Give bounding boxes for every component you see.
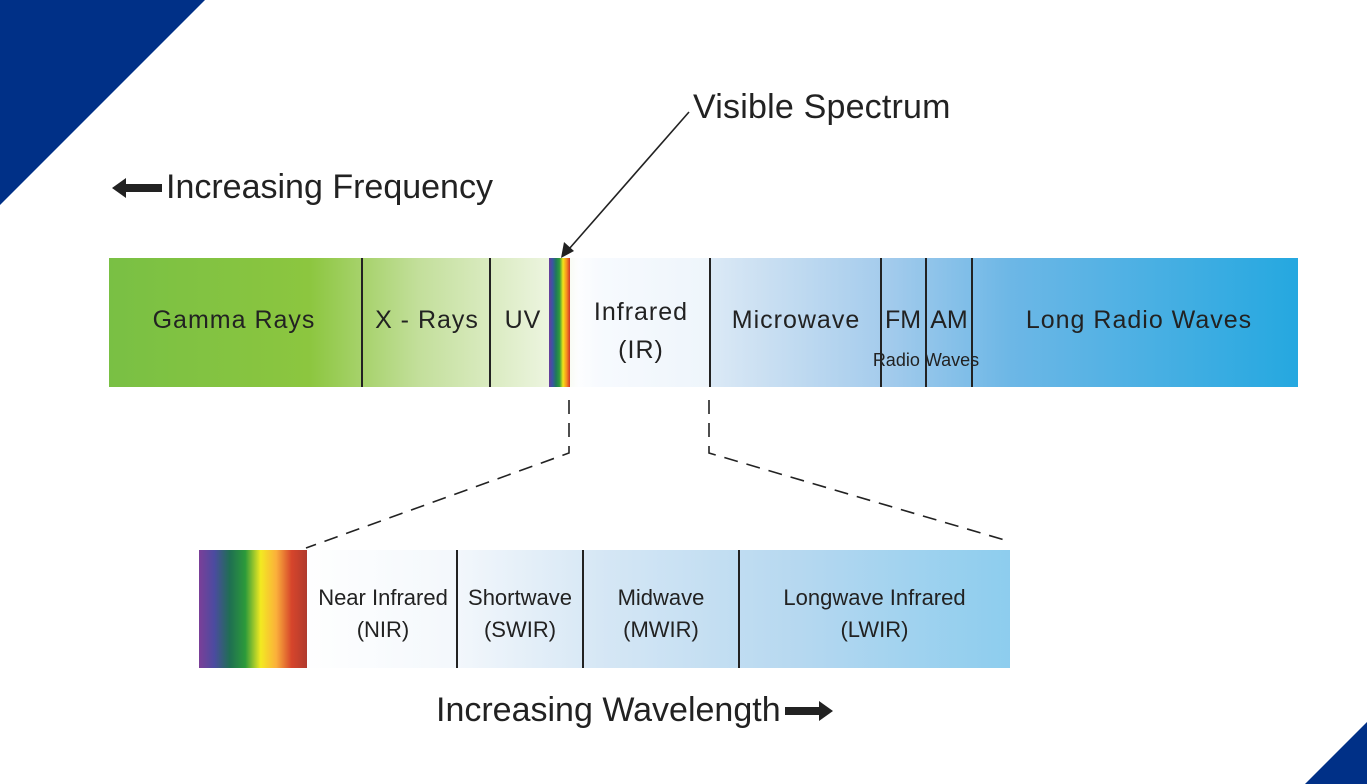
infrared-detail-band: Near Infrared (NIR) Shortwave (SWIR) Mid… bbox=[199, 550, 1010, 668]
divider-fm-am bbox=[925, 258, 927, 387]
divider-gamma-xray bbox=[361, 258, 363, 387]
x-rays-label: X - Rays bbox=[375, 306, 479, 334]
infrared-zone bbox=[569, 258, 709, 387]
divider-swir-mwir bbox=[582, 550, 584, 668]
visible-light-detail-strip bbox=[199, 550, 307, 668]
fm-label: FM bbox=[884, 306, 922, 334]
gamma-rays-label: Gamma Rays bbox=[152, 306, 316, 334]
left-arrow-icon bbox=[112, 177, 162, 198]
divider-nir-swir bbox=[456, 550, 458, 668]
increasing-frequency-label: Increasing Frequency bbox=[112, 168, 493, 207]
visible-spectrum-pointer-arrowhead bbox=[561, 242, 574, 258]
long-radio-waves-label: Long Radio Waves bbox=[1025, 306, 1253, 334]
nir-label-line2: (NIR) bbox=[356, 617, 410, 642]
increasing-frequency-text: Increasing Frequency bbox=[166, 168, 493, 206]
divider-ir-microwave bbox=[709, 258, 711, 387]
increasing-wavelength-text: Increasing Wavelength bbox=[436, 691, 781, 729]
infrared-label-line2: (IR) bbox=[618, 336, 664, 364]
increasing-wavelength-label: Increasing Wavelength bbox=[436, 691, 833, 730]
bottom-right-corner-accent bbox=[1305, 722, 1367, 784]
swir-label-line2: (SWIR) bbox=[483, 617, 557, 642]
divider-xray-uv bbox=[489, 258, 491, 387]
mwir-label-line2: (MWIR) bbox=[623, 617, 699, 642]
nir-label-line1: Near Infrared bbox=[318, 585, 448, 610]
uv-label: UV bbox=[504, 306, 542, 334]
zoom-left-dashed-line bbox=[305, 400, 570, 549]
lwir-label: Longwave Infrared (LWIR) bbox=[739, 582, 1010, 646]
em-spectrum-band: Gamma Rays X - Rays UV Infrared (IR) Mic… bbox=[109, 258, 1298, 387]
lwir-label-line1: Longwave Infrared bbox=[783, 585, 966, 610]
visible-spectrum-pointer-line bbox=[568, 111, 690, 250]
am-label: AM bbox=[930, 306, 968, 334]
mwir-label-line1: Midwave bbox=[617, 585, 705, 610]
top-left-corner-accent bbox=[0, 0, 205, 205]
visible-spectrum-title: Visible Spectrum bbox=[693, 88, 951, 126]
zoom-right-dashed-line bbox=[708, 400, 1009, 542]
divider-microwave-fm bbox=[880, 258, 882, 387]
visible-light-strip bbox=[549, 258, 570, 387]
swir-label: Shortwave (SWIR) bbox=[457, 582, 583, 646]
nir-label: Near Infrared (NIR) bbox=[309, 582, 457, 646]
infrared-label-line1: Infrared bbox=[593, 298, 689, 326]
divider-mwir-lwir bbox=[738, 550, 740, 668]
mwir-label: Midwave (MWIR) bbox=[583, 582, 739, 646]
lwir-label-line2: (LWIR) bbox=[840, 617, 909, 642]
microwave-label: Microwave bbox=[731, 306, 861, 334]
swir-label-line1: Shortwave bbox=[468, 585, 572, 610]
right-arrow-icon bbox=[784, 700, 833, 721]
radio-waves-label: Radio Waves bbox=[872, 350, 980, 370]
divider-am-longradio bbox=[971, 258, 973, 387]
